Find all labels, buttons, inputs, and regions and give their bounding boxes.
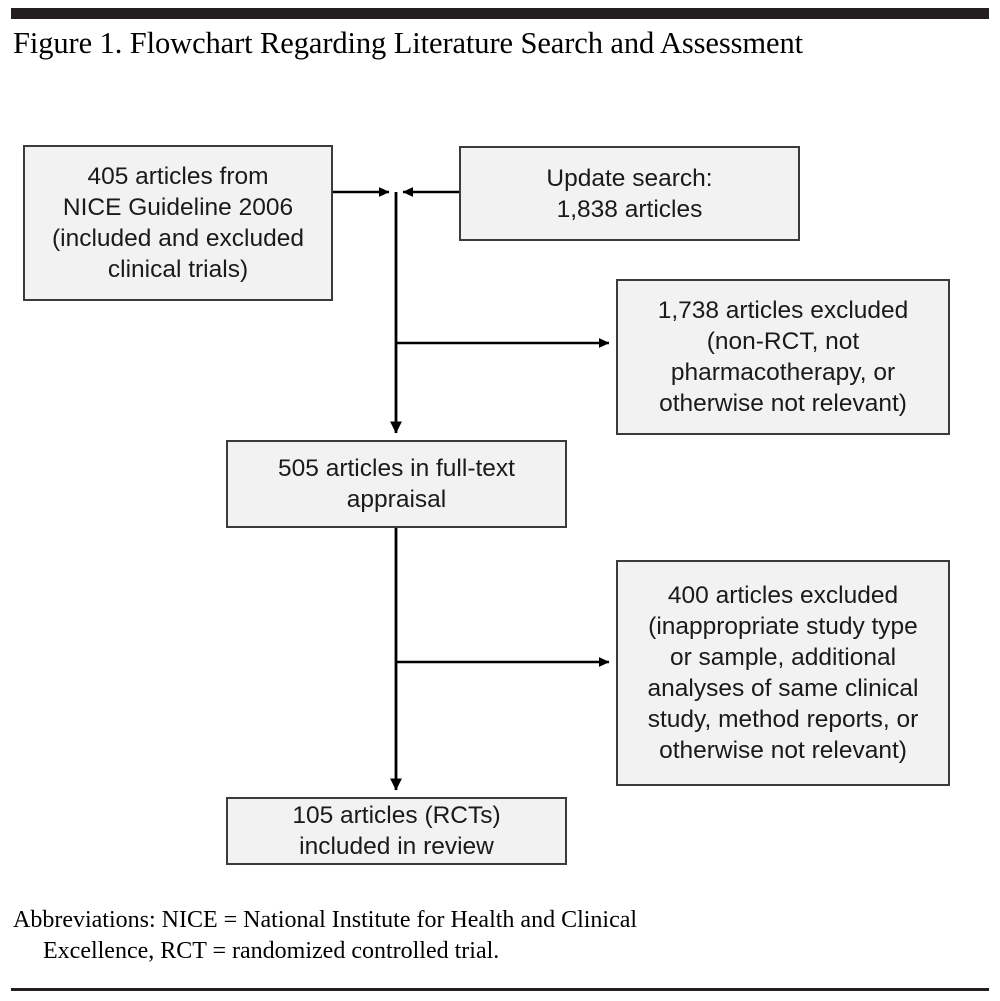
node-nice-guideline: 405 articles from NICE Guideline 2006 (i…: [23, 145, 333, 301]
abbreviations-note: Abbreviations: NICE = National Institute…: [13, 905, 973, 967]
abbreviations-note-line-2: Excellence, RCT = randomized controlled …: [43, 938, 500, 964]
bottom-rule: [11, 988, 989, 991]
node-update-search: Update search: 1,838 articles: [459, 146, 800, 241]
node-update-search-label: Update search: 1,838 articles: [546, 164, 713, 223]
node-nice-guideline-label: 405 articles from NICE Guideline 2006 (i…: [52, 163, 304, 283]
node-excluded-first-label: 1,738 articles excluded (non-RCT, not ph…: [657, 297, 909, 417]
top-rule: [11, 8, 989, 19]
node-excluded-second: 400 articles excluded (inappropriate stu…: [616, 560, 950, 786]
node-included-review-label: 105 articles (RCTs) included in review: [292, 802, 501, 860]
node-included-review: 105 articles (RCTs) included in review: [226, 797, 567, 865]
figure-title: Figure 1. Flowchart Regarding Literature…: [13, 26, 803, 60]
node-full-text-appraisal: 505 articles in full-text appraisal: [226, 440, 567, 528]
abbreviations-note-line-1: Abbreviations: NICE = National Institute…: [13, 907, 638, 933]
node-excluded-first: 1,738 articles excluded (non-RCT, not ph…: [616, 279, 950, 435]
node-full-text-appraisal-label: 505 articles in full-text appraisal: [278, 455, 515, 513]
node-excluded-second-label: 400 articles excluded (inappropriate stu…: [647, 582, 919, 764]
